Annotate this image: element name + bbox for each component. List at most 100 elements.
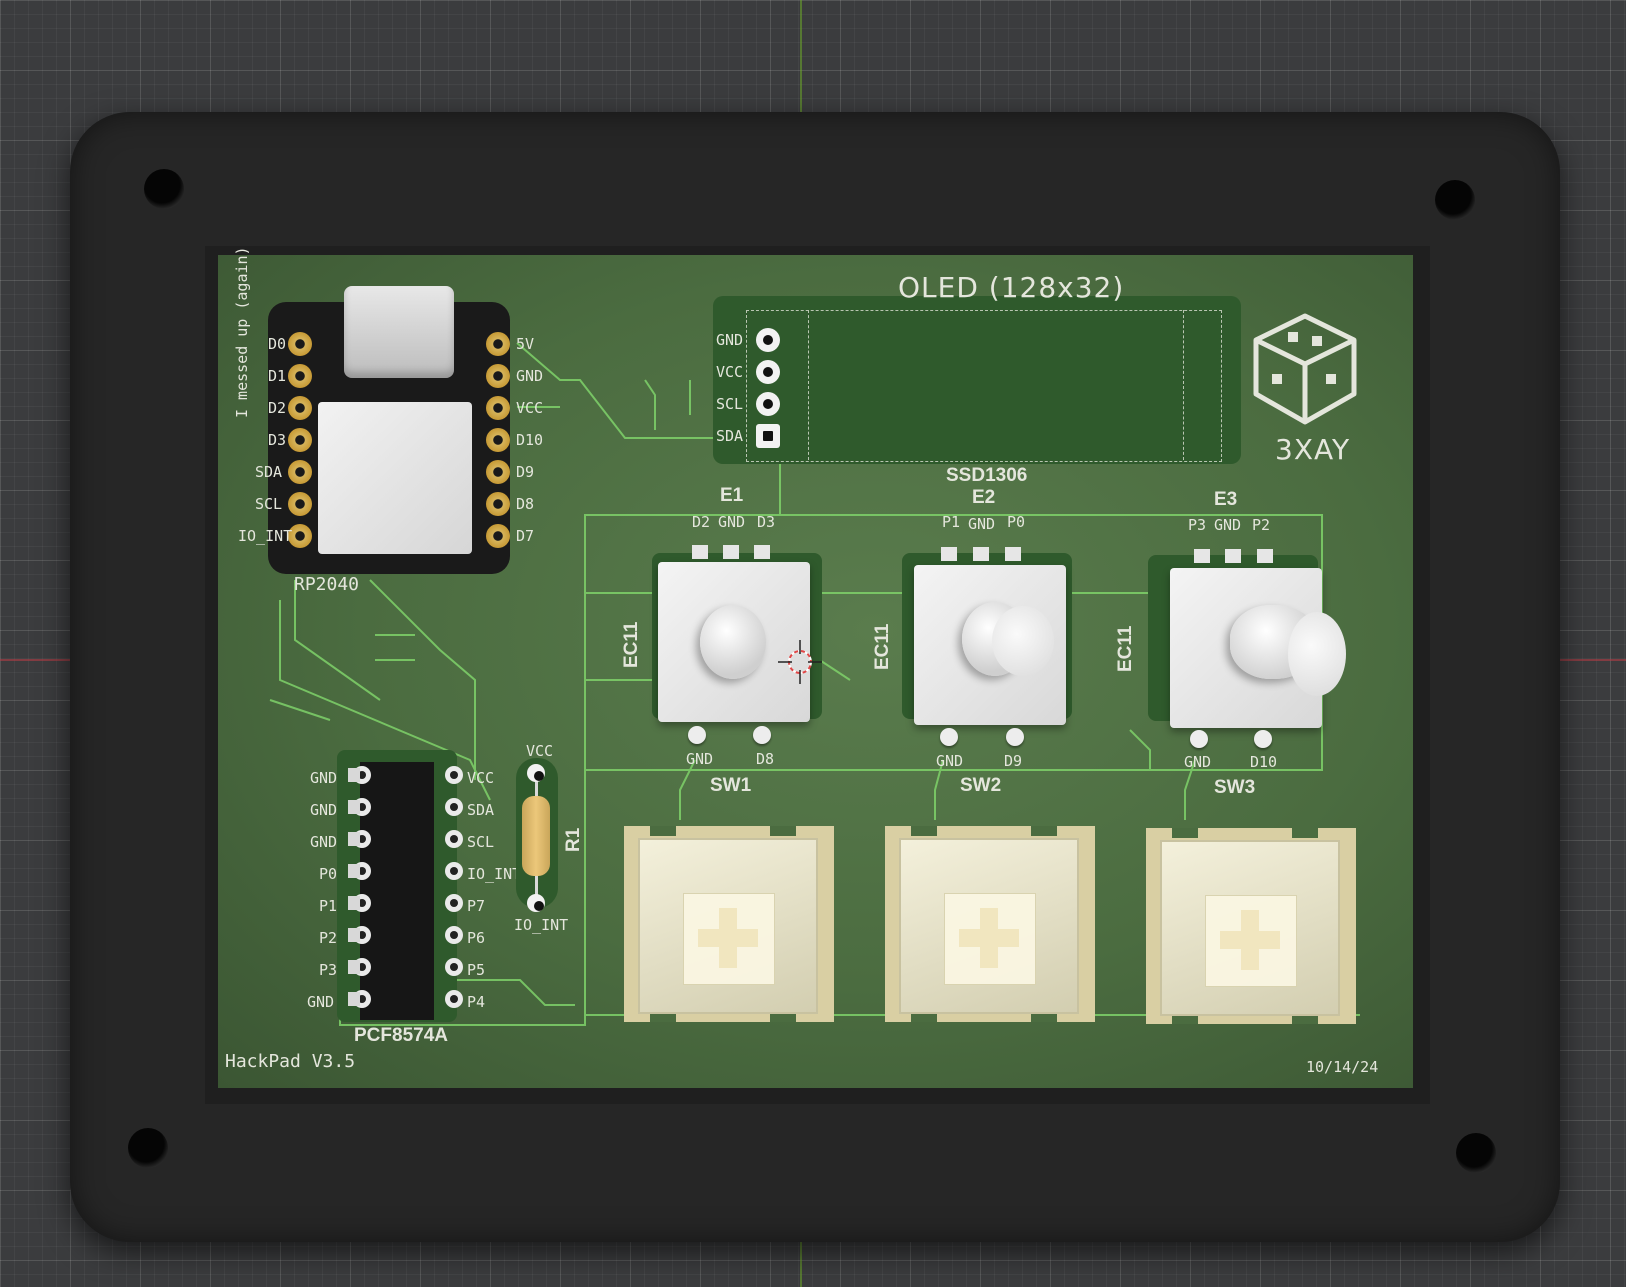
chip-leg <box>348 768 360 782</box>
expander-pin-label: IO_INT <box>467 865 522 883</box>
encoder-pin <box>688 726 706 744</box>
expander-pin-label: VCC <box>467 769 495 787</box>
mcu-pin-label: SDA <box>255 463 283 481</box>
oled-pin-label: SCL <box>716 395 744 413</box>
encoder-pin-label: GND <box>686 750 714 768</box>
3d-cursor-icon <box>778 640 822 684</box>
expander-pad <box>445 798 463 816</box>
logo-text: 3XAY <box>1275 433 1351 466</box>
mcu-pad <box>288 364 312 388</box>
expander-pad <box>445 926 463 944</box>
encoder-part: EC11 <box>621 621 642 668</box>
stem-cross <box>1241 910 1259 970</box>
mount-hole <box>1456 1133 1496 1173</box>
mcu-pin-label: D2 <box>268 399 287 417</box>
expander-pin-label: SDA <box>467 801 495 819</box>
chip-leg <box>348 864 360 878</box>
mcu-pin-label: D0 <box>268 335 287 353</box>
stem-cross <box>980 908 998 968</box>
oled-pin-label: GND <box>716 331 744 349</box>
oled-pad <box>756 360 780 384</box>
resistor-r1 <box>522 796 550 876</box>
encoder-pin-label: D10 <box>1250 753 1278 771</box>
mcu-pin-label: SCL <box>255 495 283 513</box>
rf-shield <box>318 402 472 554</box>
resistor-net-label: IO_INT <box>514 916 569 934</box>
mcu-pin-label: IO_INT <box>238 527 293 545</box>
oled-pin-label: VCC <box>716 363 744 381</box>
encoder-pin-label: D3 <box>757 513 776 531</box>
mcu-pad <box>486 492 510 516</box>
mcu-pad <box>486 332 510 356</box>
encoder-pin-label: P0 <box>1007 513 1026 531</box>
resistor-pad <box>527 764 545 782</box>
oled-title: OLED (128x32) <box>898 271 1125 304</box>
expander-pin-label: P5 <box>467 961 486 979</box>
mount-hole <box>144 169 184 209</box>
expander-pin-label: GND <box>310 769 338 787</box>
chip-leg <box>348 800 360 814</box>
oled-outline <box>746 310 1222 462</box>
encoder-pin <box>723 545 739 559</box>
encoder-pin <box>973 547 989 561</box>
chip-leg <box>348 896 360 910</box>
encoder-pin <box>1257 549 1273 563</box>
mcu-pad <box>288 460 312 484</box>
expander-pin-label: P0 <box>319 865 338 883</box>
mcu-pad <box>288 524 312 548</box>
oled-pin-label: SDA <box>716 427 744 445</box>
switch-notch <box>770 826 796 836</box>
encoder-pin-label: GND <box>936 752 964 770</box>
expander-pin-label: P1 <box>319 897 338 915</box>
switch-notch <box>650 1012 676 1022</box>
usb-c-connector <box>344 286 454 378</box>
switch-notch <box>770 1012 796 1022</box>
expander-pad <box>445 766 463 784</box>
mount-hole <box>128 1128 168 1168</box>
switch-notch <box>911 826 937 836</box>
expander-pin-label: P6 <box>467 929 486 947</box>
encoder-pin-label: P1 <box>942 513 961 531</box>
mcu-pin-label: VCC <box>516 399 544 417</box>
switch-notch <box>911 1012 937 1022</box>
switch-notch <box>1031 826 1057 836</box>
mcu-pad <box>486 396 510 420</box>
chip-leg <box>348 832 360 846</box>
expander-pin-label: P4 <box>467 993 486 1011</box>
encoder-pin <box>1006 728 1024 746</box>
mcu-pad <box>486 364 510 388</box>
resistor-ref: R1 <box>563 827 584 852</box>
encoder-pin <box>753 726 771 744</box>
mcu-pin-label: D8 <box>516 495 535 513</box>
oled-pad <box>756 424 780 448</box>
switch-notch <box>1292 1014 1318 1024</box>
mcu-pad <box>288 492 312 516</box>
encoder-pin <box>1005 547 1021 561</box>
expander-pin-label: GND <box>310 833 338 851</box>
switch-notch <box>1172 828 1198 838</box>
encoder-ref: E2 <box>972 487 996 508</box>
expander-pin-label: P7 <box>467 897 486 915</box>
stem-cross <box>719 908 737 968</box>
expander-label: PCF8574A <box>354 1025 448 1046</box>
mcu-pin-label: GND <box>516 367 544 385</box>
encoder-pin <box>1190 730 1208 748</box>
mcu-pin-label: D10 <box>516 431 544 449</box>
mcu-pad <box>486 524 510 548</box>
switch-notch <box>1292 828 1318 838</box>
encoder-knob[interactable] <box>700 605 766 679</box>
expander-pad <box>445 958 463 976</box>
mcu-pin-label: D7 <box>516 527 535 545</box>
mcu-pad <box>486 460 510 484</box>
encoder-part: EC11 <box>1115 625 1136 672</box>
encoder-pin-label: P3 <box>1188 516 1207 534</box>
switch-notch <box>650 826 676 836</box>
encoder-pin <box>941 547 957 561</box>
switch-ref: SW1 <box>710 775 752 796</box>
encoder-pin <box>1225 549 1241 563</box>
board-name: HackPad V3.5 <box>225 1051 356 1072</box>
expander-pad <box>445 862 463 880</box>
mcu-pad <box>288 428 312 452</box>
encoder-ref: E3 <box>1214 489 1238 510</box>
switch-ref: SW2 <box>960 775 1002 796</box>
